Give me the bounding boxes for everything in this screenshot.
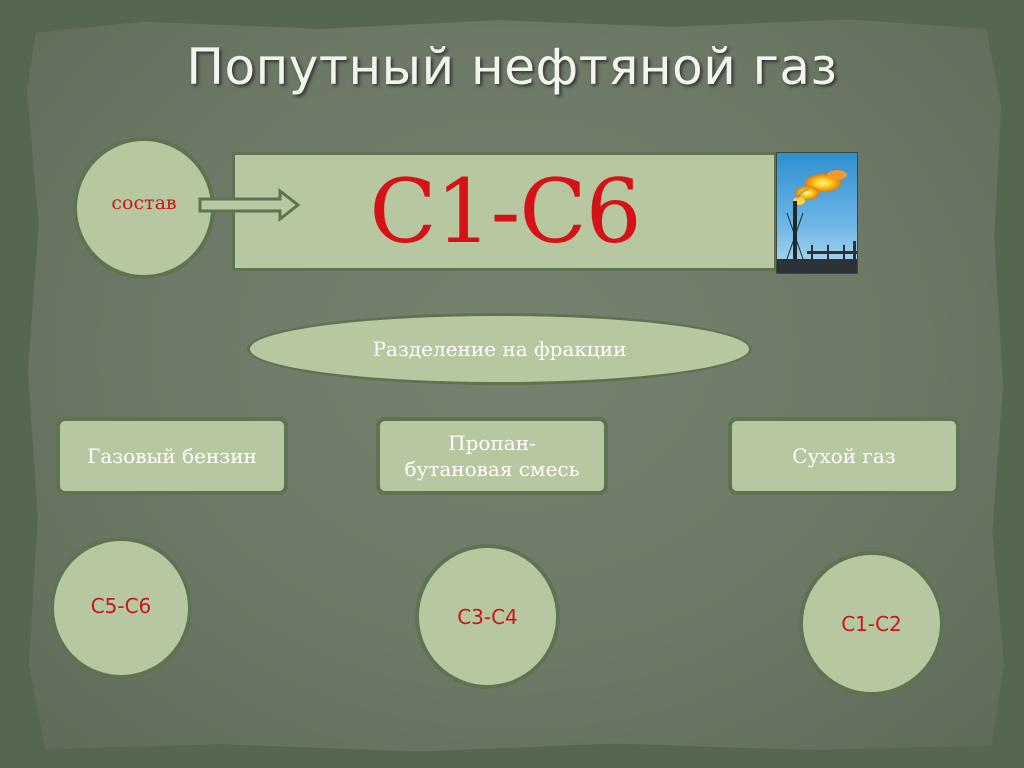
fraction-box-propane-butane: Пропан- бутановая смесь <box>376 417 608 495</box>
composition-circle: состав <box>73 137 215 279</box>
formula-circle-dry-gas: С1-С2 <box>799 551 944 696</box>
fraction-name: Сухой газ <box>792 444 896 468</box>
fraction-box-gasoline: Газовый бензин <box>56 417 288 495</box>
formula-circle-gasoline: С5-С6 <box>50 537 192 679</box>
separation-label: Разделение на фракции <box>372 337 627 361</box>
fraction-formula: С1-С2 <box>841 611 902 636</box>
fraction-name: Газовый бензин <box>87 444 257 468</box>
fraction-formula: С3-С4 <box>457 604 518 629</box>
composition-formula: С1-С6 <box>369 160 641 263</box>
fraction-name: Пропан- бутановая смесь <box>404 431 580 481</box>
composition-label: состав <box>111 192 177 214</box>
formula-circle-propane-butane: С3-С4 <box>415 544 560 689</box>
arrow-right-icon <box>198 188 301 222</box>
fraction-box-dry-gas: Сухой газ <box>728 417 960 495</box>
separation-ellipse: Разделение на фракции <box>247 313 752 385</box>
formula-box <box>232 152 777 271</box>
fraction-formula: С5-С6 <box>90 593 152 618</box>
slide-title: Попутный нефтяной газ <box>186 38 838 96</box>
gas-flare-photo <box>776 152 858 274</box>
